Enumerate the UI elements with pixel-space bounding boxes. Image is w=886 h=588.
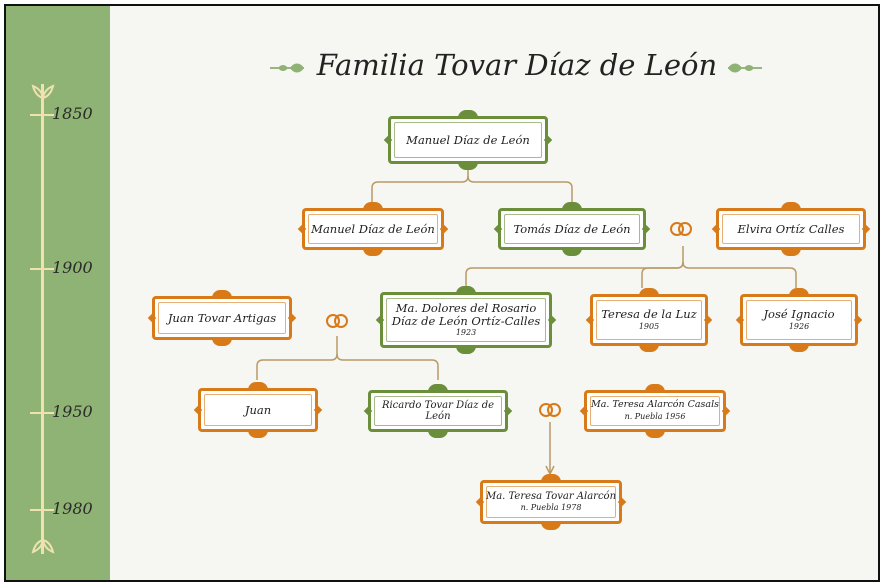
person-node-manuel-diaz-de-leon-root[interactable]: Manuel Díaz de León — [383, 110, 553, 170]
year-tick-1850 — [30, 114, 54, 116]
person-name: Ricardo Tovar Díaz de León — [381, 399, 495, 422]
person-name: José Ignacio — [763, 307, 835, 322]
tree-connectors — [256, 164, 797, 476]
person-name: Ma. Teresa Alarcón Casals — [590, 399, 720, 411]
person-birth-year: 1923 — [455, 328, 477, 338]
timeline-line — [41, 84, 44, 554]
timeline-sidebar: 1850 1900 1950 1980 — [6, 6, 110, 580]
person-node-ricardo-tovar-diaz-de-leon[interactable]: Ricardo Tovar Díaz de León — [363, 384, 513, 438]
person-name: Juan Tovar Artigas — [167, 310, 277, 325]
person-node-ma-dolores-del-rosario[interactable]: Ma. Dolores del Rosario Díaz de León Ort… — [375, 286, 557, 354]
person-name: Ma. Teresa Tovar Alarcón — [485, 490, 617, 502]
title-right-leaf-sprig-icon — [728, 63, 762, 73]
person-name: Ma. Dolores del Rosario Díaz de León Ort… — [391, 300, 541, 328]
person-birth-place: n. Puebla 1956 — [624, 411, 686, 421]
person-node-manuel-diaz-de-leon[interactable]: Manuel Díaz de León — [297, 202, 449, 256]
person-node-elvira-ortiz-calles[interactable]: Elvira Ortíz Calles — [711, 202, 871, 256]
person-birth-place: n. Puebla 1978 — [520, 503, 582, 513]
year-tick-1950 — [30, 412, 54, 414]
year-label-1950: 1950 — [52, 402, 93, 421]
year-tick-1980 — [30, 509, 54, 511]
wedding-rings-icon — [670, 222, 692, 236]
person-name: Juan — [244, 402, 272, 417]
page-title: Familia Tovar Díaz de León — [316, 48, 718, 82]
person-node-juan[interactable]: Juan — [193, 382, 323, 438]
person-node-juan-tovar-artigas[interactable]: Juan Tovar Artigas — [147, 290, 297, 346]
person-birth-year: 1926 — [788, 321, 810, 331]
person-name: Elvira Ortíz Calles — [737, 221, 845, 236]
person-birth-year: 1905 — [638, 321, 660, 331]
person-node-teresa-de-la-luz[interactable]: Teresa de la Luz 1905 — [585, 288, 713, 352]
person-name: Manuel Díaz de León — [311, 221, 435, 236]
person-name: Tomás Díaz de León — [513, 221, 631, 236]
person-node-tomas-diaz-de-leon[interactable]: Tomás Díaz de León — [493, 202, 651, 256]
timeline-bottom-fleur-icon — [31, 524, 55, 554]
timeline-top-fleur-icon — [31, 84, 55, 114]
year-label-1850: 1850 — [52, 104, 93, 123]
wedding-rings-icon — [539, 403, 561, 417]
person-node-ma-teresa-alarcon-casals[interactable]: Ma. Teresa Alarcón Casals n. Puebla 1956 — [579, 384, 731, 438]
wedding-rings-icon — [326, 314, 348, 328]
year-tick-1900 — [30, 268, 54, 270]
person-node-ma-teresa-tovar-alarcon[interactable]: Ma. Teresa Tovar Alarcón n. Puebla 1978 — [475, 474, 627, 530]
title-left-leaf-sprig-icon — [270, 63, 304, 73]
person-name: Manuel Díaz de León — [406, 132, 530, 147]
person-name: Teresa de la Luz — [601, 307, 697, 322]
year-label-1980: 1980 — [52, 499, 93, 518]
family-tree-frame: 1850 1900 1950 1980 Familia Tovar Díaz d… — [4, 4, 880, 582]
year-label-1900: 1900 — [52, 258, 93, 277]
person-node-jose-ignacio[interactable]: José Ignacio 1926 — [735, 288, 863, 352]
